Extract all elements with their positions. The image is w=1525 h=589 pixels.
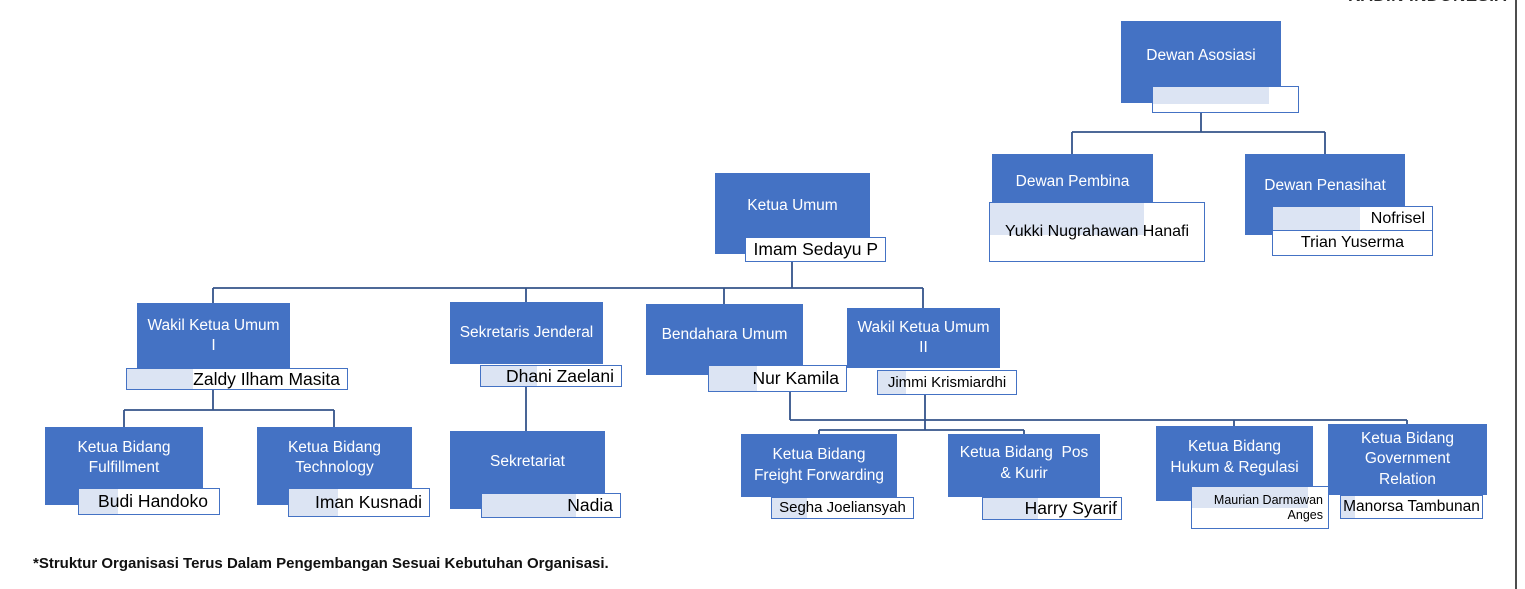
name-label-ketua-umum: Imam Sedayu P (745, 237, 886, 262)
name-label-technology: Iman Kusnadi (288, 488, 430, 517)
role-box-wakil-ketua-umum-1: Wakil Ketua Umum I (137, 303, 290, 369)
header-text: KADIN INDONESIA (1348, 0, 1513, 6)
name-label-fulfillment: Budi Handoko (78, 488, 220, 515)
name-label-pos-kurir: Harry Syarif (982, 497, 1122, 520)
name-label-wakil-ketua-umum-1: Zaldy Ilham Masita (126, 368, 348, 390)
footnote-text: *Struktur Organisasi Terus Dalam Pengemb… (33, 555, 609, 572)
label-shade (878, 371, 906, 394)
name-label-dewan-asosiasi (1152, 86, 1299, 113)
name-label-government-relation: Manorsa Tambunan (1340, 495, 1483, 519)
role-box-ketua-bidang-government-relation: Ketua Bidang Government Relation (1328, 424, 1487, 495)
label-shade (1153, 87, 1269, 104)
role-box-ketua-bidang-pos-kurir: Ketua Bidang Pos & Kurir (948, 434, 1100, 497)
label-shade (289, 489, 338, 516)
label-shade (1341, 496, 1356, 518)
label-shade (983, 498, 1039, 519)
name-label-sekretariat: Nadia (481, 493, 621, 518)
name-label-bendahara-umum: Nur Kamila (708, 365, 847, 392)
role-box-bendahara-umum: Bendahara Umum (646, 304, 803, 375)
name-label-dewan-penasihat-1: Nofrisel (1272, 206, 1433, 231)
label-shade (772, 498, 808, 518)
label-shade (127, 369, 193, 389)
role-box-wakil-ketua-umum-2: Wakil Ketua Umum II (847, 308, 1000, 368)
role-box-sekretaris-jenderal: Sekretaris Jenderal (450, 302, 603, 364)
page-edge-line (1515, 0, 1517, 589)
label-shade (709, 366, 757, 391)
name-label-dewan-pembina: Yukki Nugrahawan Hanafi (989, 202, 1205, 262)
label-shade (481, 366, 537, 386)
name-label-dewan-penasihat-2: Trian Yuserma (1272, 230, 1433, 256)
label-shade (79, 489, 119, 514)
label-shade (1192, 487, 1308, 508)
name-label-wakil-ketua-umum-2: Jimmi Krismiardhi (877, 370, 1017, 395)
name-label-hukum-regulasi: Maurian Darmawan Anges (1191, 486, 1329, 529)
role-box-ketua-bidang-freight-forwarding: Ketua Bidang Freight Forwarding (741, 434, 897, 497)
label-shade (990, 203, 1145, 236)
name-label-freight-forwarding: Segha Joeliansyah (771, 497, 914, 519)
label-shade (482, 494, 576, 517)
role-box-dewan-pembina: Dewan Pembina (992, 154, 1153, 211)
name-label-sekretaris-jenderal: Dhani Zaelani (480, 365, 622, 387)
label-shade (1273, 207, 1361, 230)
